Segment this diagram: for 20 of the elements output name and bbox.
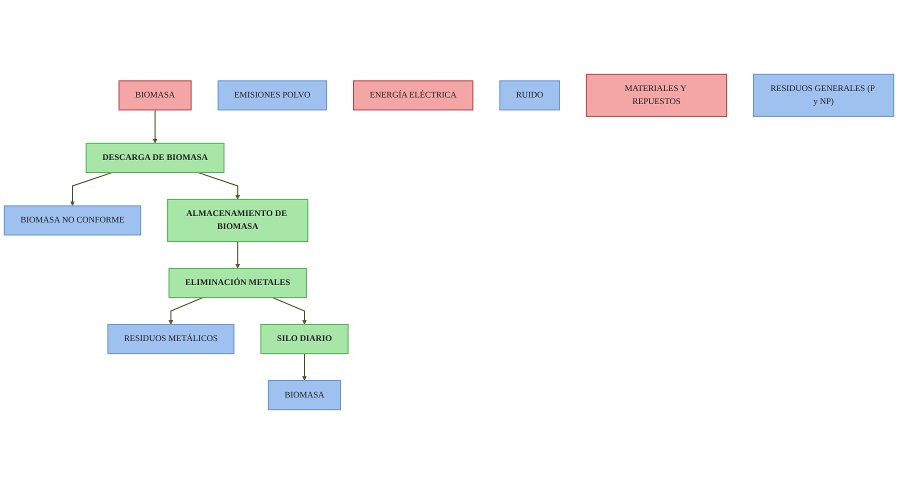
arrow xyxy=(70,172,112,206)
node-box: BIOMASA NO CONFORME xyxy=(4,205,142,236)
arrow xyxy=(168,297,204,325)
arrow xyxy=(302,354,307,381)
node-box: DESCARGA DE BIOMASA xyxy=(86,142,225,173)
node-box: MATERIALES Y REPUESTOS xyxy=(586,74,728,117)
arrow xyxy=(198,172,240,200)
node-box: BIOMASA xyxy=(268,380,342,410)
node-box: SILO DIARIO xyxy=(260,324,349,354)
node-box: ALMACENAMIENTO DE BIOMASA xyxy=(167,198,308,242)
arrow xyxy=(152,110,158,144)
node-box: RESIDUOS GENERALES (P y NP) xyxy=(752,74,894,117)
arrow xyxy=(272,297,307,325)
node-box: ENERGÍA ELÉCTRICA xyxy=(352,80,474,110)
node-box: RESIDUOS METÁLICOS xyxy=(107,324,234,354)
node-box: EMISIONES POLVO xyxy=(218,80,328,110)
node-box: BIOMASA xyxy=(118,80,192,110)
node-box: ELIMINACIÓN METALES xyxy=(168,268,307,298)
arrow xyxy=(235,241,240,269)
node-box: RUIDO xyxy=(499,80,560,110)
